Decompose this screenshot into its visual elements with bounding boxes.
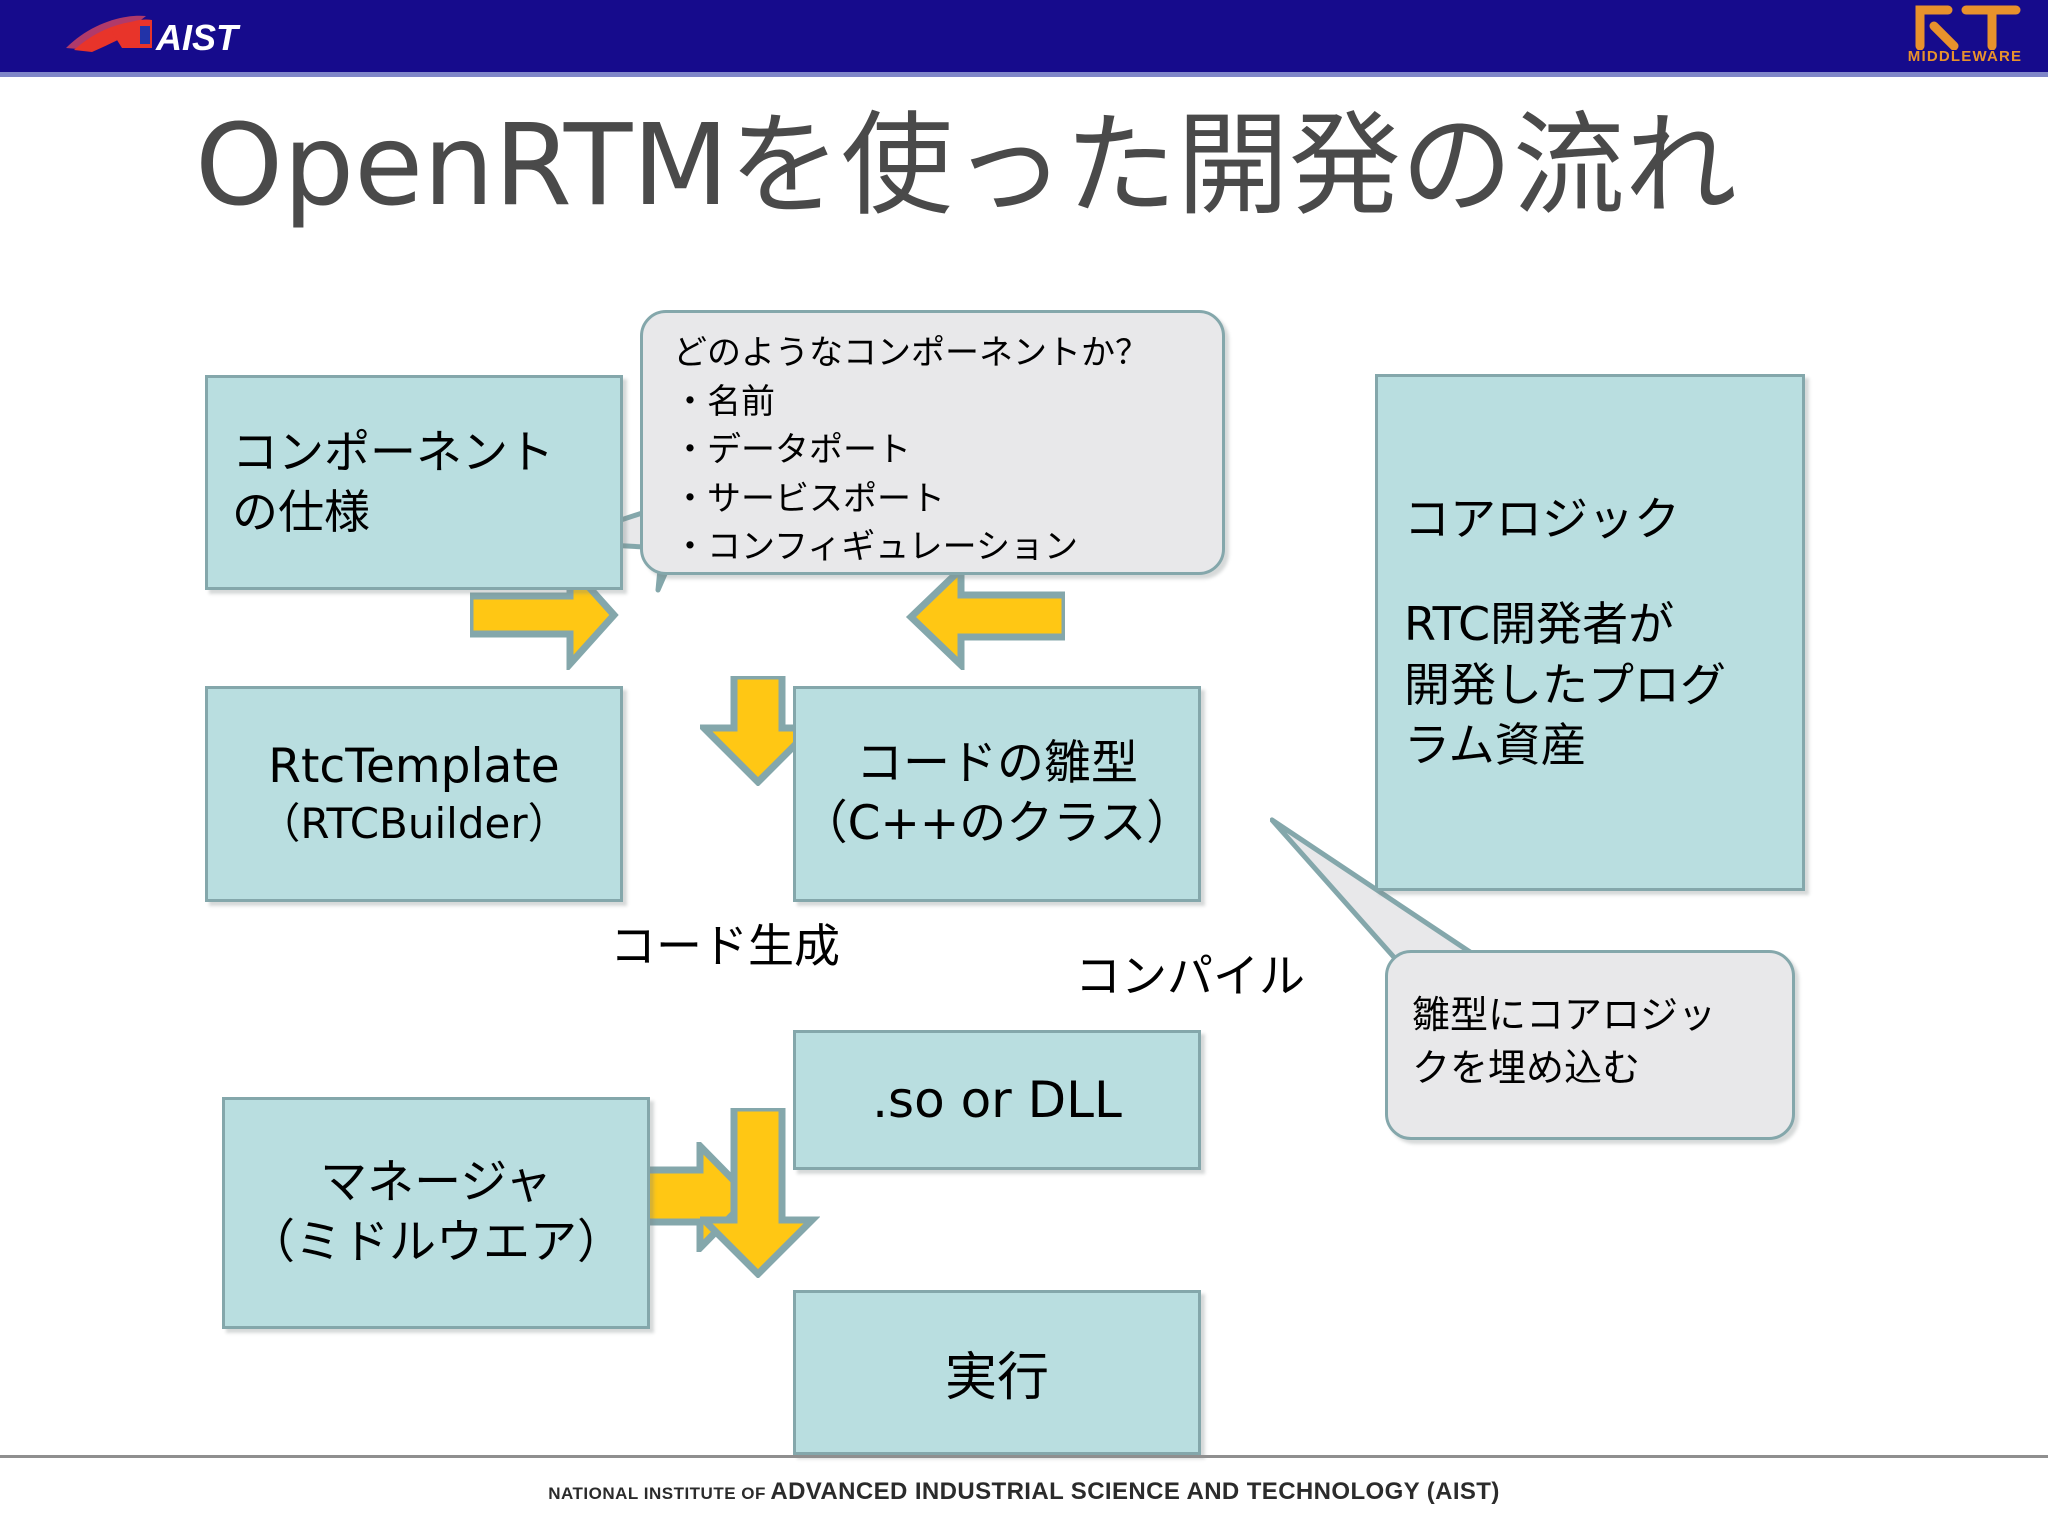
box-execute-label: 実行 <box>944 1348 1049 1408</box>
rt-middleware-logo: MIDDLEWARE <box>1900 2 2030 72</box>
box-code-skeleton-line1: コードの雛型 <box>856 735 1138 791</box>
box-execute[interactable]: 実行 <box>793 1290 1201 1455</box>
box-code-skeleton[interactable]: コードの雛型 （C++のクラス） <box>793 686 1201 902</box>
callout-spec-detail[interactable]: どのようなコンポーネントか？ ・名前 ・データポート ・サービスポート ・コンフ… <box>640 310 1225 575</box>
label-compile: コンパイル <box>1075 949 1305 1003</box>
box-core-logic-line2: RTC開発者が <box>1404 596 1675 651</box>
box-component-spec-line2: の仕様 <box>232 484 370 539</box>
box-so-or-dll[interactable]: .so or DLL <box>793 1030 1201 1170</box>
svg-text:AIST: AIST <box>155 17 241 58</box>
callout-embed-logic[interactable]: 雛型にコアロジッ クを埋め込む <box>1385 950 1795 1140</box>
label-code-generation: コード生成 <box>610 919 840 973</box>
box-component-spec[interactable]: コンポーネント の仕様 <box>205 375 623 590</box>
callout-spec-item-1: ・データポート <box>673 430 911 471</box>
box-core-logic[interactable]: コアロジック RTC開発者が 開発したプログ ラム資産 <box>1375 374 1805 891</box>
box-rtc-template[interactable]: RtcTemplate （RTCBuilder） <box>205 686 623 902</box>
box-manager-line2: （ミドルウエア） <box>248 1215 624 1270</box>
footer-small-text: NATIONAL INSTITUTE OF <box>548 1484 766 1503</box>
box-core-logic-line4: ラム資産 <box>1404 718 1587 773</box>
page-title: OpenRTMを使った開発の流れ <box>195 101 1737 231</box>
arrow-corelogic-to-code <box>905 565 1065 670</box>
rt-middleware-wordmark: MIDDLEWARE <box>1907 48 2023 65</box>
box-core-logic-line1: コアロジック <box>1404 492 1680 547</box>
callout-spec-item-3: ・コンフィギュレーション <box>673 527 1078 568</box>
box-code-skeleton-line2: （C++のクラス） <box>800 796 1194 851</box>
footer: NATIONAL INSTITUTE OF ADVANCED INDUSTRIA… <box>0 1478 2048 1506</box>
aist-logo: AIST <box>60 8 270 64</box>
footer-big-text: ADVANCED INDUSTRIAL SCIENCE AND TECHNOLO… <box>770 1478 1500 1505</box>
header-accent-line <box>0 72 2048 77</box>
box-rtc-template-line2: （RTCBuilder） <box>258 799 570 849</box>
box-manager-line1: マネージャ <box>320 1154 552 1210</box>
box-component-spec-line1: コンポーネント <box>232 424 554 479</box>
box-core-logic-line3: 開発したプログ <box>1404 657 1726 712</box>
box-so-or-dll-label: .so or DLL <box>872 1071 1122 1129</box>
callout-spec-heading: どのようなコンポーネントか？ <box>673 333 1149 373</box>
header-bar <box>0 0 2048 72</box>
box-manager[interactable]: マネージャ （ミドルウエア） <box>222 1097 650 1329</box>
rt-mark-icon <box>1915 5 2021 50</box>
box-rtc-template-line1: RtcTemplate <box>268 739 560 795</box>
callout-spec-item-2: ・サービスポート <box>673 478 945 519</box>
arrow-binary-to-execute <box>700 1108 820 1278</box>
callout-spec-item-0: ・名前 <box>673 381 775 422</box>
callout-embed-line1: 雛型にコアロジッ <box>1412 993 1717 1037</box>
arrow-code-to-binary <box>700 676 820 786</box>
callout-embed-line2: クを埋め込む <box>1412 1046 1641 1091</box>
footer-divider <box>0 1455 2048 1458</box>
